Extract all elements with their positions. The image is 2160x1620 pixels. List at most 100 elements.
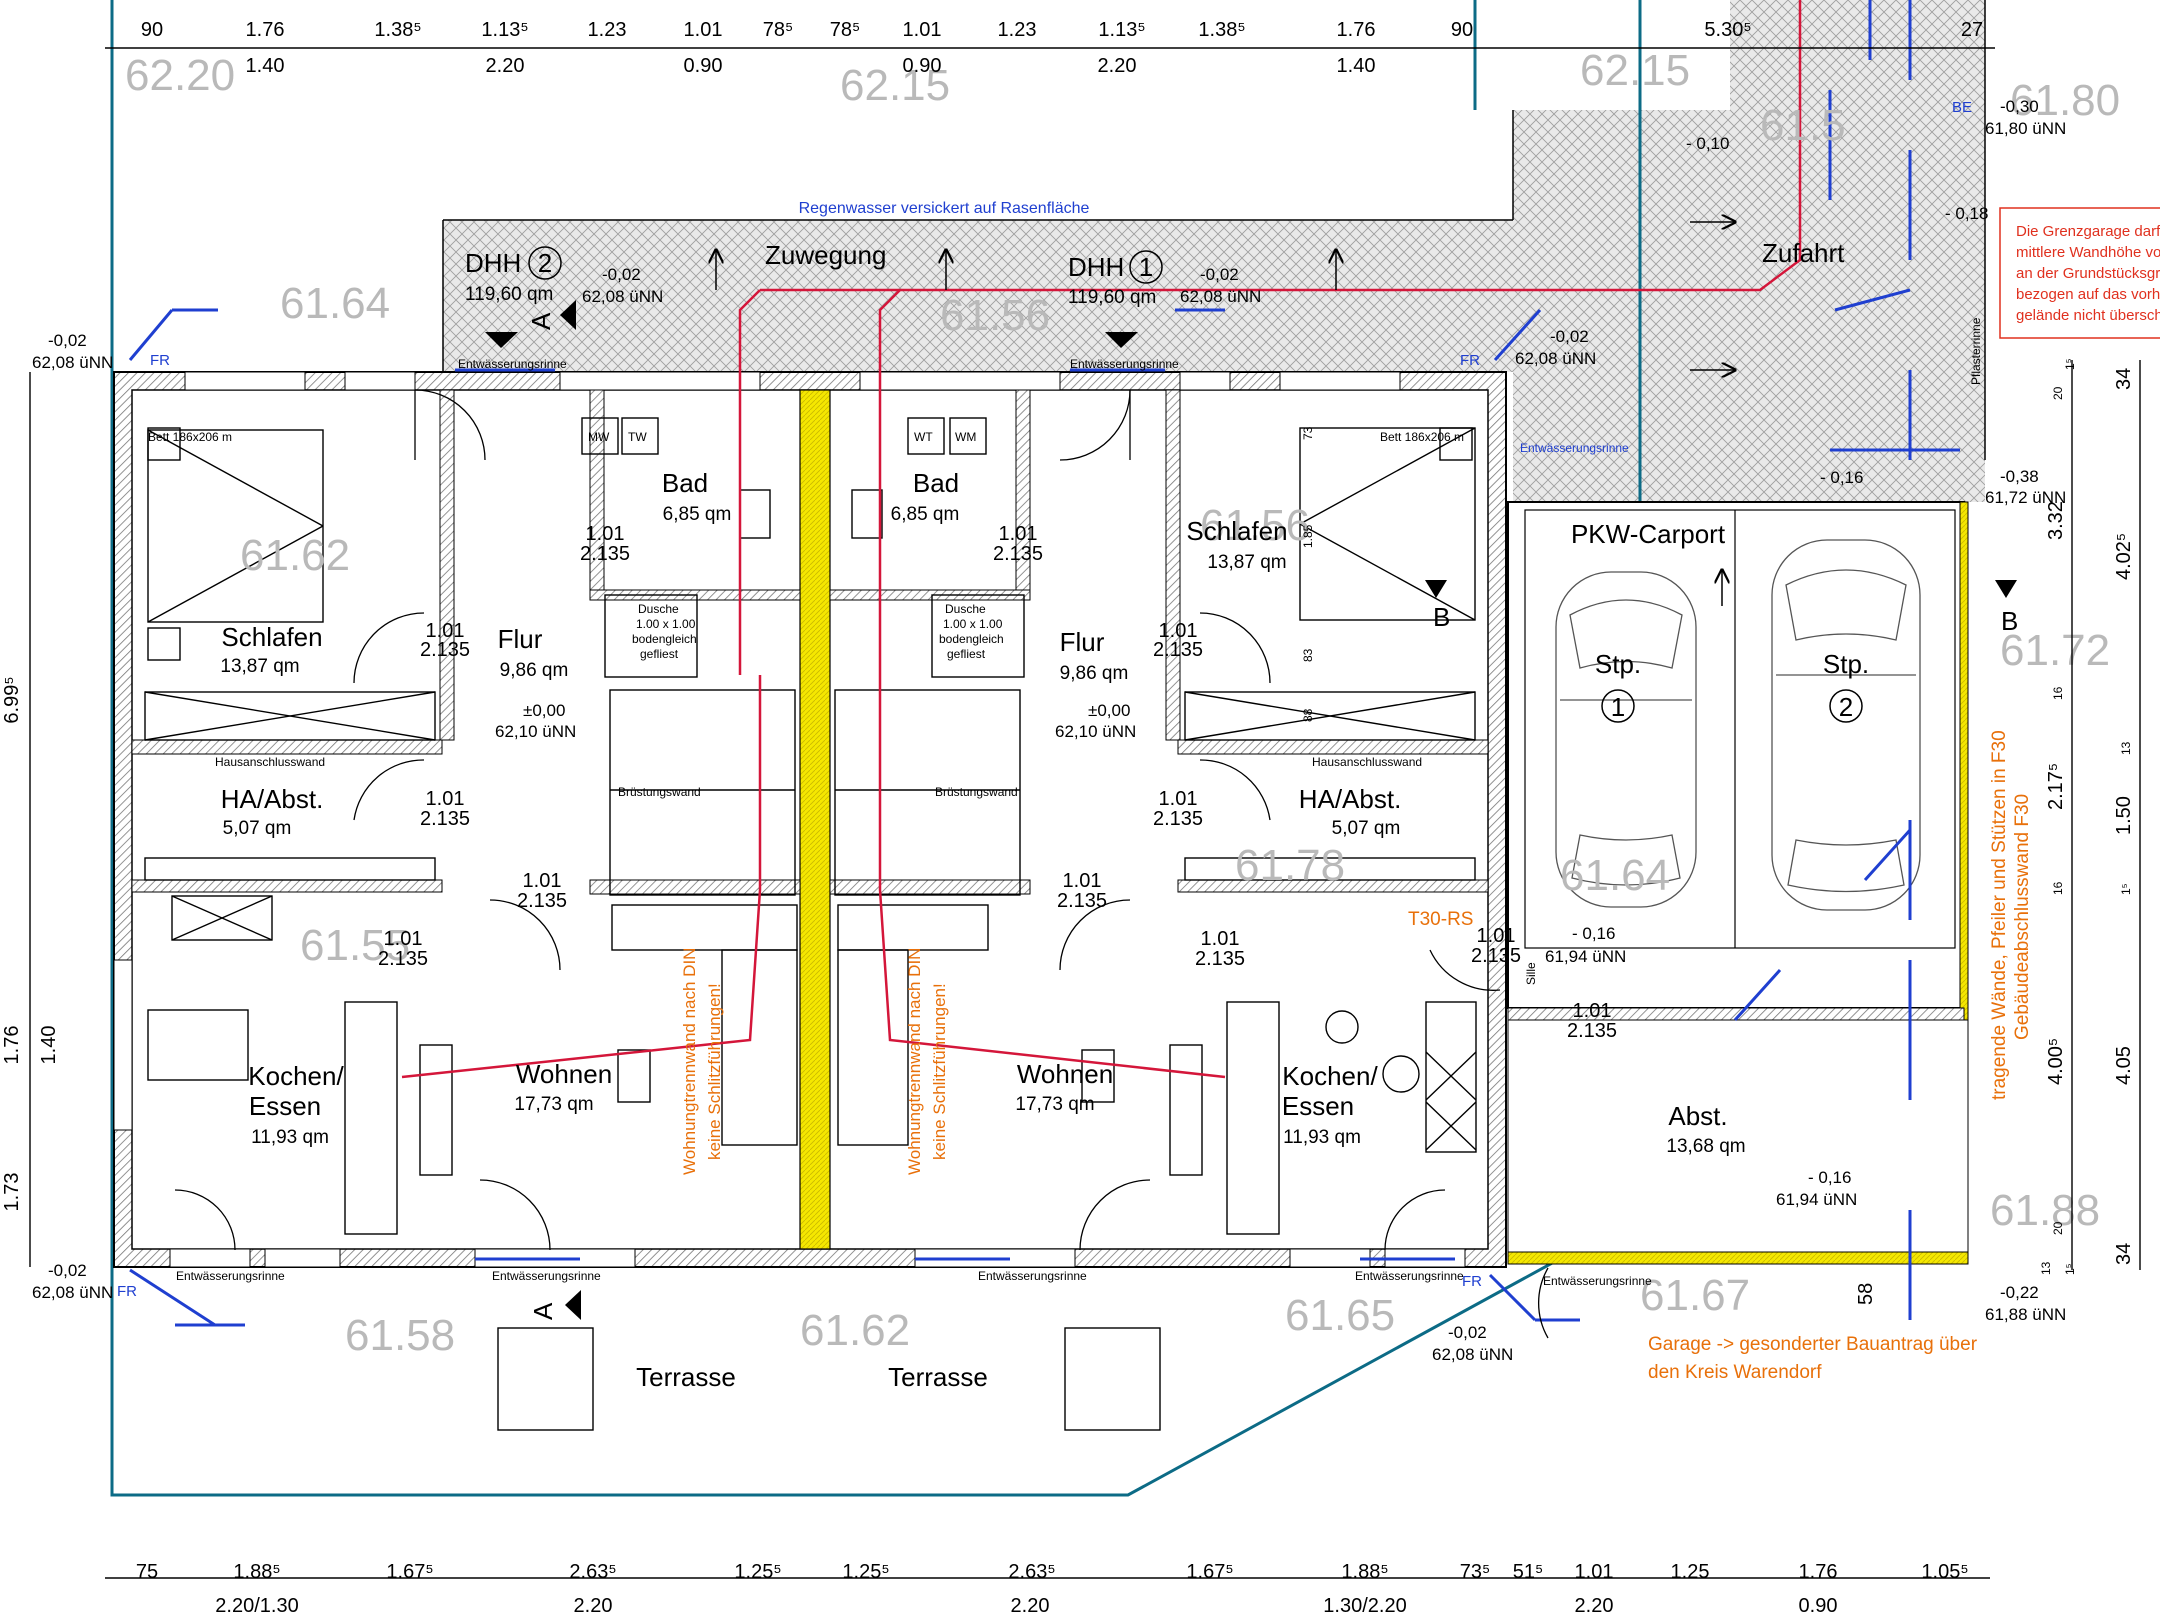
dim-label: 4.02⁵ — [2113, 533, 2135, 580]
dim-label: 1.76 — [1337, 19, 1376, 41]
svg-text:2.135: 2.135 — [1153, 808, 1203, 830]
dim-label: 78⁵ — [830, 19, 861, 41]
door-label: 1.012.135 — [580, 523, 630, 565]
elevation: -0,22 — [2000, 1283, 2039, 1302]
topo-height: 61.78 — [1235, 841, 1345, 890]
dim-label: 2.63⁵ — [1008, 1561, 1055, 1583]
label-dusche: bodengleich — [939, 632, 1004, 646]
label-pflasterrinne: Pflasterrinne — [1969, 317, 1983, 385]
unit-label: DHH — [465, 248, 521, 278]
label-wm: WM — [955, 430, 976, 444]
note-trennwand-right-2: keine Schlitzführungen! — [930, 983, 949, 1160]
label-zufahrt: Zufahrt — [1762, 238, 1845, 268]
dim-label: 27 — [1961, 19, 1983, 41]
label-t30: T30-RS — [1408, 909, 1473, 930]
door-label: 1.012.135 — [420, 788, 470, 830]
dim-label: 20 — [2051, 386, 2065, 400]
dim-label: 90 — [141, 19, 163, 41]
dim-label: 34 — [2113, 1243, 2135, 1265]
unit-dhh1: DHH 1 119,60 qm -0,02 62,08 üNN — [1068, 250, 1261, 308]
dim-label: 1⁵ — [2063, 1263, 2077, 1275]
dim-label: 5.30⁵ — [1704, 19, 1751, 41]
dims-bottom-row1: 75 1.88⁵ 1.67⁵ 2.63⁵ 1.25⁵ 1.25⁵ 2.63⁵ 1… — [136, 1561, 1969, 1583]
dims-bottom-row2: 2.20/1.30 2.20 2.20 1.30/2.20 2.20 0.90 — [215, 1595, 1837, 1617]
room-name: Schlafen — [221, 622, 322, 652]
label-dusche: bodengleich — [632, 632, 697, 646]
room-area: 17,73 qm — [514, 1094, 593, 1115]
dim-label: 1.38⁵ — [374, 19, 421, 41]
dim-label: 1.76 — [1799, 1561, 1838, 1583]
dim-label: 2.20 — [1098, 55, 1137, 77]
dims-left: 6.99⁵ 1.76 1.40 1.73 — [1, 676, 60, 1211]
unit-dhh2: DHH 2 119,60 qm -0,02 62,08 üNN — [465, 246, 663, 306]
room-name-line2: Essen — [1282, 1091, 1354, 1121]
topo-height: 61.64 — [1560, 851, 1670, 900]
svg-text:2.135: 2.135 — [517, 890, 567, 912]
label-entw: Entwässerungsrinne — [1520, 441, 1629, 455]
elevation: 61,88 üNN — [1985, 1305, 2066, 1324]
topo-height: 61.72 — [2000, 626, 2110, 675]
room-name: Bad — [913, 468, 959, 498]
dims-top-row2: 1.40 2.20 0.90 0.90 2.20 1.40 — [246, 55, 1376, 77]
label-dusche: gefliest — [947, 647, 986, 661]
note-firewall-2: Gebäudeabschlusswand F30 — [2012, 794, 2033, 1040]
room-name: Flur — [498, 624, 543, 654]
building-walls — [113, 371, 1507, 1268]
dim-label: 1.01 — [903, 19, 942, 41]
elevation: ±0,00 — [523, 701, 565, 720]
car-2-icon — [1771, 539, 1921, 911]
dim-label: 0.90 — [1799, 1595, 1838, 1617]
label-stp2-num: 2 — [1839, 692, 1853, 722]
room-area: 17,73 qm — [1015, 1094, 1094, 1115]
room-name: HA/Abst. — [1299, 784, 1402, 814]
room-area: 9,86 qm — [1060, 663, 1129, 684]
unit-area: 119,60 qm — [1068, 287, 1156, 308]
dim-label: 0.90 — [684, 55, 723, 77]
label-b-left: B — [1433, 602, 1450, 632]
elevation: 61,94 üNN — [1776, 1190, 1857, 1209]
dim-label: 1.13⁵ — [1098, 19, 1145, 41]
note-grenzgarage: Die Grenzgarage darf mittlere Wandhöhe v… — [1999, 207, 2160, 339]
note-grenz-line: an der Grundstücksgr — [2016, 265, 2160, 282]
note-trennwand-right: Wohnungtrennwand nach DIN — [905, 948, 924, 1175]
label-regenwasser: Regenwasser versickert auf Rasenfläche — [799, 200, 1090, 217]
svg-text:2.135: 2.135 — [420, 639, 470, 661]
dim-label: 1⁵ — [2119, 883, 2133, 895]
svg-text:1.01: 1.01 — [1573, 1000, 1612, 1022]
room-area: 11,93 qm — [251, 1127, 329, 1148]
label-be: BE — [1952, 99, 1972, 116]
elevation: 62,08 üNN — [1515, 349, 1596, 368]
svg-text:1.01: 1.01 — [426, 620, 465, 642]
dim-label: 34 — [2113, 368, 2135, 390]
elevation: -0,02 — [48, 331, 87, 350]
label-sille: Sille — [1524, 962, 1538, 985]
elevation: 62,08 üNN — [582, 287, 663, 306]
topo-height: 61.80 — [2010, 76, 2120, 125]
svg-text:1.01: 1.01 — [1063, 870, 1102, 892]
dim-bed: 1.85 — [1301, 524, 1315, 548]
door-label: 1.012.135 — [1153, 620, 1203, 661]
label-dusche: Dusche — [945, 602, 986, 616]
door-label: 1.012.135 — [378, 928, 428, 970]
label-fr: FR — [150, 352, 170, 369]
topo-heights: 62.20 62.15 62.15 61.80 61.64 61.62 61.5… — [125, 46, 2120, 1360]
dim-label: 0.90 — [903, 55, 942, 77]
topo-height: 61.5 — [1760, 101, 1846, 150]
dim-label: 2.20 — [486, 55, 525, 77]
room-name: Kochen/ — [1282, 1061, 1378, 1091]
label-bett: Bett 186x206 m — [1380, 430, 1464, 444]
topo-height: 61.56 — [1200, 501, 1310, 550]
dim-label: 78⁵ — [763, 19, 794, 41]
room-area: 13,87 qm — [220, 656, 299, 677]
label-tw: TW — [628, 430, 647, 444]
door-label: 1.012.135 — [1195, 928, 1245, 970]
dim-label: 73⁵ — [1460, 1561, 1491, 1583]
dim-label: 1.05⁵ — [1921, 1561, 1968, 1583]
topo-height: 62.15 — [840, 61, 950, 110]
dim-label: 13 — [2039, 1261, 2053, 1275]
elevation: 61,80 üNN — [1985, 119, 2066, 138]
dim-58: 58 — [1855, 1283, 1877, 1305]
note-trennwand-left-2: keine Schlitzführungen! — [705, 983, 724, 1160]
dim-label: 2.20 — [1575, 1595, 1614, 1617]
